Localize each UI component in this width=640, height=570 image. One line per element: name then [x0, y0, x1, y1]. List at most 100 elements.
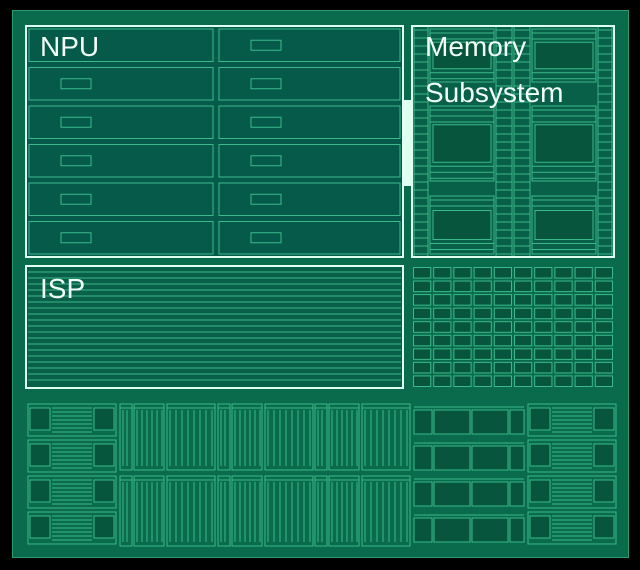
- logic-pad: [529, 407, 551, 431]
- memory-subsystem-label-line2: Subsystem: [425, 77, 564, 108]
- sram-cell: [594, 280, 613, 293]
- logic-block: [413, 445, 433, 471]
- sram-cell: [473, 307, 492, 320]
- sram-cell: [574, 280, 593, 293]
- logic-column: [314, 403, 328, 471]
- memory-bank: [531, 105, 597, 182]
- sram-cell: [554, 321, 573, 333]
- sram-cell: [413, 321, 432, 333]
- sram-cell: [574, 294, 593, 306]
- sram-cell: [594, 267, 613, 279]
- sram-cell: [554, 307, 573, 320]
- logic-pad: [529, 515, 551, 539]
- npu-cell: [28, 105, 214, 139]
- logic-pad: [593, 515, 615, 539]
- sram-cell: [493, 267, 512, 279]
- sram-cell: [534, 361, 553, 374]
- logic-pad: [93, 407, 115, 431]
- logic-block: [433, 517, 471, 543]
- sram-cell: [534, 334, 553, 347]
- sram-cell: [493, 348, 512, 360]
- sram-cell: [574, 321, 593, 333]
- logic-block: [433, 445, 471, 471]
- sram-cell: [453, 348, 472, 360]
- sram-cell: [433, 348, 452, 360]
- sram-cell: [473, 375, 492, 388]
- logic-column: [166, 475, 216, 547]
- sram-cell: [473, 361, 492, 374]
- sram-cell: [433, 267, 452, 279]
- logic-cluster: [27, 439, 117, 473]
- npu-cell: [28, 144, 214, 178]
- logic-block: [413, 517, 433, 543]
- logic-pad: [29, 443, 51, 467]
- sram-cell: [433, 307, 452, 320]
- sram-cell: [594, 375, 613, 388]
- sram-cell: [413, 307, 432, 320]
- sram-cell: [554, 334, 573, 347]
- sram-cell: [594, 361, 613, 374]
- sram-cell: [473, 321, 492, 333]
- npu-cell-marker: [250, 39, 282, 51]
- sram-cell: [574, 375, 593, 388]
- logic-pad: [529, 443, 551, 467]
- sram-cell: [574, 348, 593, 360]
- logic-column: [314, 475, 328, 547]
- sram-cell: [433, 280, 452, 293]
- sram-cell: [473, 280, 492, 293]
- sram-cell: [413, 361, 432, 374]
- sram-cell: [534, 267, 553, 279]
- logic-block: [433, 481, 471, 507]
- npu-cell-marker: [250, 78, 282, 90]
- memory-bank-core: [432, 41, 492, 70]
- memory-bank-core: [534, 124, 594, 163]
- sram-cell: [493, 334, 512, 347]
- sram-cell: [594, 307, 613, 320]
- sram-cell: [534, 294, 553, 306]
- logic-column: [231, 475, 263, 547]
- sram-cell: [594, 294, 613, 306]
- logic-cluster: [527, 475, 617, 509]
- logic-pad: [529, 479, 551, 503]
- logic-block: [413, 409, 433, 435]
- sram-cell: [453, 307, 472, 320]
- logic-column: [264, 475, 314, 547]
- logic-block: [509, 481, 525, 507]
- die-layout-svg: [12, 10, 629, 558]
- npu-cell: [28, 221, 214, 255]
- npu-block: [26, 26, 403, 257]
- sram-cell: [453, 361, 472, 374]
- sram-cell: [413, 348, 432, 360]
- memory-subsystem-label-line1: Memory: [425, 31, 527, 62]
- npu-cell-marker: [60, 78, 92, 90]
- npu-cell: [28, 182, 214, 216]
- sram-cell: [514, 267, 533, 279]
- memory-bank: [429, 28, 495, 83]
- logic-pad: [93, 479, 115, 503]
- npu-cell-marker: [60, 232, 92, 244]
- logic-pad: [29, 407, 51, 431]
- sram-cell: [453, 294, 472, 306]
- memory-bank-core: [534, 41, 594, 70]
- sram-cell: [433, 375, 452, 388]
- sram-cell: [453, 334, 472, 347]
- memory-bank: [531, 28, 597, 83]
- logic-block: [471, 445, 509, 471]
- npu-memory-connector: [403, 100, 411, 186]
- sram-cell: [413, 334, 432, 347]
- logic-column: [166, 403, 216, 471]
- logic-pad: [593, 443, 615, 467]
- logic-column: [217, 403, 231, 471]
- npu-cell: [218, 144, 401, 178]
- sram-cell: [514, 348, 533, 360]
- logic-cluster: [27, 475, 117, 509]
- logic-column: [328, 475, 360, 547]
- logic-pad: [29, 479, 51, 503]
- memory-bank: [531, 195, 597, 255]
- sram-cell: [554, 348, 573, 360]
- memory-bank-core: [534, 210, 594, 240]
- sram-cell: [574, 334, 593, 347]
- sram-cell: [493, 307, 512, 320]
- sram-cell: [493, 321, 512, 333]
- sram-cell: [594, 334, 613, 347]
